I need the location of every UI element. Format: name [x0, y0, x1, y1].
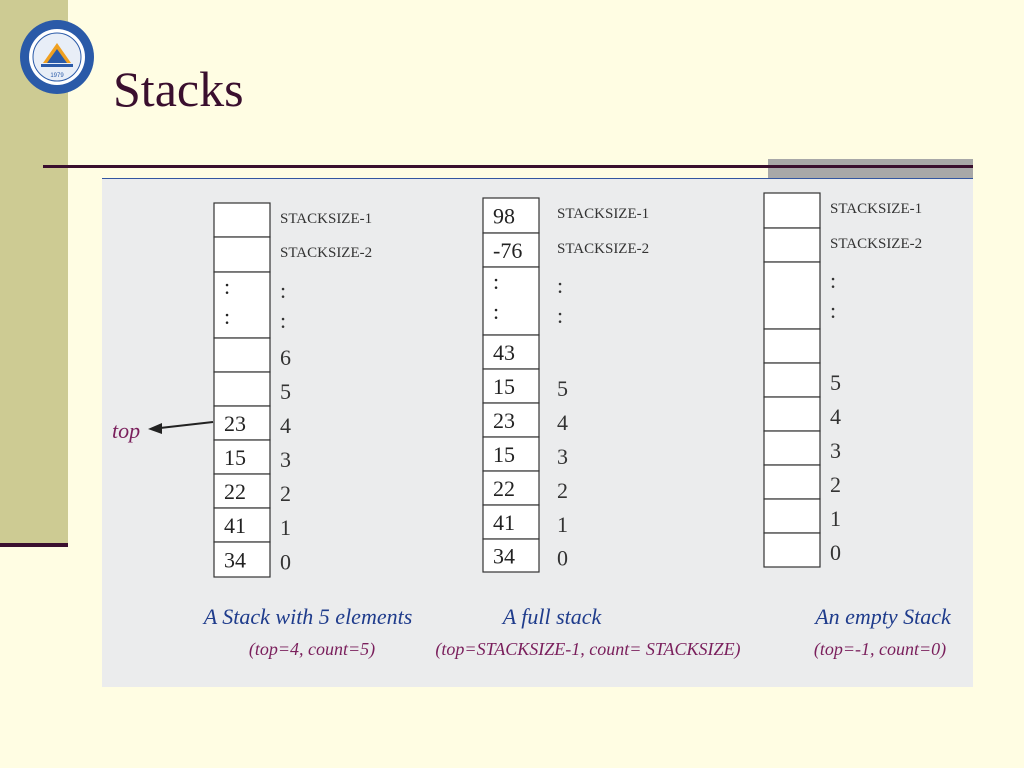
- stack-2-caption: A full stack: [501, 604, 603, 629]
- stack-3-index-label: 3: [830, 438, 841, 463]
- stack-2-cell-value: 41: [493, 510, 515, 535]
- stack-3-index-label: 1: [830, 506, 841, 531]
- stack-3-cell: [763, 464, 821, 500]
- stack-2-cell: [482, 538, 540, 573]
- stack-2-cell-value: :: [493, 299, 499, 324]
- stack-2-cell-value: 15: [493, 374, 515, 399]
- stack-2-cell-value: 15: [493, 442, 515, 467]
- stack-2-cell-value: :: [493, 269, 499, 294]
- stack-1-index-label: 2: [280, 481, 291, 506]
- stack-2-cell: [482, 334, 540, 370]
- title-rule: [43, 165, 973, 168]
- stack-3-cell: [763, 261, 821, 330]
- stack-3-index-label: 4: [830, 404, 841, 429]
- diagram-panel-top-line: [102, 178, 973, 179]
- stack-2-index-label: 3: [557, 444, 568, 469]
- stack-1-index-label: 4: [280, 413, 291, 438]
- stack-1-index-label: STACKSIZE-1: [280, 211, 372, 227]
- stack-3-index-label: :: [830, 298, 836, 323]
- stack-3-index-label: 5: [830, 370, 841, 395]
- stack-2-index-label: STACKSIZE-2: [557, 241, 649, 257]
- stack-1-index-label: 0: [280, 550, 291, 575]
- stack-1-index-label: STACKSIZE-2: [280, 245, 372, 261]
- stack-2-cell-value: -76: [493, 238, 522, 263]
- stack-1-index-label: :: [280, 278, 286, 303]
- stack-2-cell-value: 23: [493, 408, 515, 433]
- stack-2-cell-value: 98: [493, 204, 515, 229]
- stack-1-cell-value: 23: [224, 411, 246, 436]
- stack-2-index-label: 1: [557, 512, 568, 537]
- title-rule-accent: [768, 159, 973, 179]
- stack-3-index-label: :: [830, 268, 836, 293]
- stack-2-cell: [482, 266, 540, 336]
- stack-3-caption: An empty Stack: [813, 604, 952, 629]
- stack-1-index-label: :: [280, 308, 286, 333]
- slide-title: Stacks: [113, 61, 244, 117]
- stack-3-cell: [763, 328, 821, 364]
- stack-1-index-label: 3: [280, 447, 291, 472]
- stack-1-cell-value: :: [224, 304, 230, 329]
- stack-3-cell: [763, 430, 821, 466]
- stack-2-cell-value: 43: [493, 340, 515, 365]
- stack-1-index-label: 5: [280, 379, 291, 404]
- stack-1-cell: [213, 202, 271, 238]
- stack-1-subcaption: (top=4, count=5): [249, 639, 375, 660]
- stack-2-cell: [482, 402, 540, 438]
- stack-3-index-label: STACKSIZE-1: [830, 201, 922, 217]
- stack-1-caption: A Stack with 5 elements: [202, 604, 413, 629]
- top-pointer: top: [112, 418, 214, 443]
- stack-2-index-label: 5: [557, 376, 568, 401]
- stack-1-cell-value: 22: [224, 479, 246, 504]
- stack-1-cell-value: :: [224, 274, 230, 299]
- stack-1-cell: [213, 337, 271, 373]
- stack-1-cell: [213, 439, 271, 475]
- stack-3-cell: [763, 362, 821, 398]
- stack-2-index-label: :: [557, 303, 563, 328]
- stack-3-index-label: STACKSIZE-2: [830, 236, 922, 252]
- stack-2-index-label: STACKSIZE-1: [557, 206, 649, 222]
- stack-2-index-label: 2: [557, 478, 568, 503]
- stack-1-index-label: 1: [280, 515, 291, 540]
- stack-3-index-label: 2: [830, 472, 841, 497]
- stack-1-cell-value: 15: [224, 445, 246, 470]
- stack-3-cell: [763, 498, 821, 534]
- stack-2-index-label: :: [557, 273, 563, 298]
- stack-3-cell: [763, 192, 821, 229]
- stack-1-cell: [213, 271, 271, 339]
- university-logo: 1979: [20, 20, 94, 94]
- stack-1-cell-value: 34: [224, 548, 246, 573]
- stack-3-cell: [763, 532, 821, 568]
- stack-3-index-label: 0: [830, 540, 841, 565]
- stack-1-cell-value: 41: [224, 513, 246, 538]
- stack-3-cell: [763, 396, 821, 432]
- top-pointer-label: top: [112, 418, 140, 443]
- stack-1-cell: [213, 541, 271, 578]
- stack-3-subcaption: (top=-1, count=0): [814, 639, 946, 660]
- stack-1-cell: [213, 236, 271, 273]
- stack-2-cell: [482, 232, 540, 268]
- top-pointer-arrowhead: [148, 423, 162, 434]
- stack-1-index-label: 6: [280, 345, 291, 370]
- stack-1-cell: [213, 371, 271, 407]
- stack-2-cell-value: 22: [493, 476, 515, 501]
- stack-2-index-label: 0: [557, 546, 568, 571]
- side-accent-line: [0, 543, 68, 547]
- stack-3-cell: [763, 227, 821, 263]
- logo-year: 1979: [50, 73, 64, 79]
- stack-2-index-label: 4: [557, 410, 568, 435]
- stack-2-cell-value: 34: [493, 544, 515, 569]
- stack-2-subcaption: (top=STACKSIZE-1, count= STACKSIZE): [435, 639, 740, 660]
